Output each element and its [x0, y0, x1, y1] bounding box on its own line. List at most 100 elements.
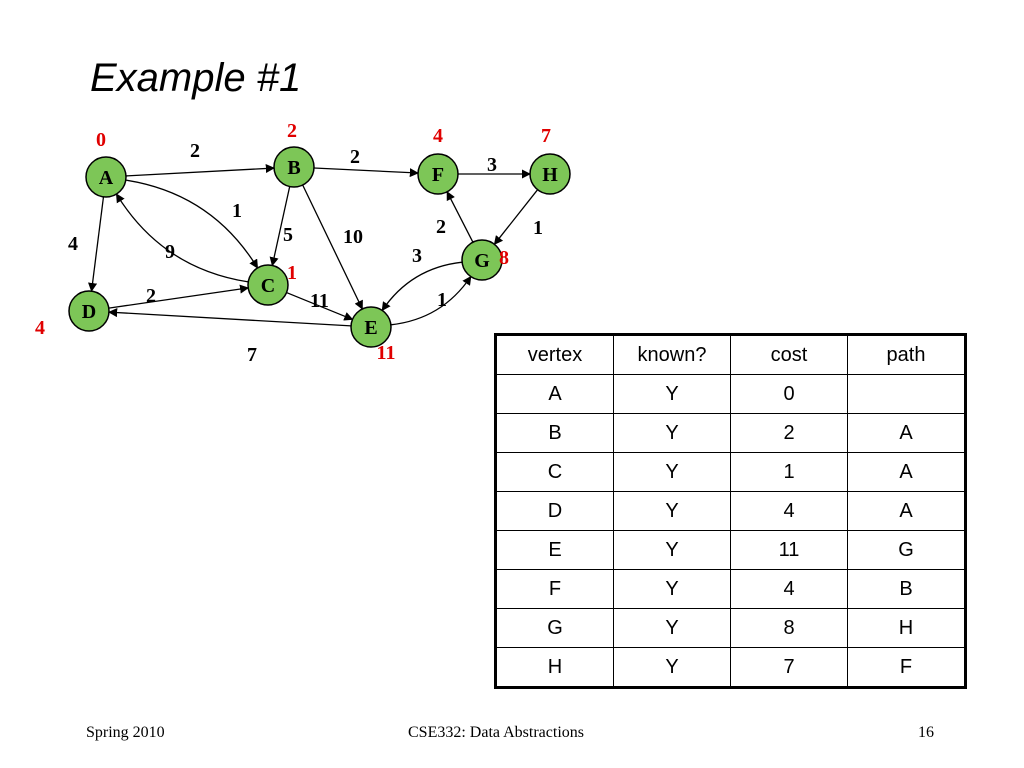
cell-path: A	[847, 452, 966, 492]
cell-vertex: E	[495, 530, 614, 570]
edge-weight-B-E: 10	[343, 226, 363, 248]
cell-known: Y	[613, 530, 731, 570]
edge-E-G	[390, 275, 472, 326]
footer-page-number: 16	[918, 724, 934, 741]
edge-weight-E-G: 1	[437, 289, 447, 311]
edge-weight-E-D: 7	[247, 344, 257, 366]
table-row: C Y 1 A	[495, 452, 966, 492]
edge-weight-G-F: 2	[436, 216, 446, 238]
cell-vertex: A	[495, 374, 614, 414]
edge-B-C	[269, 186, 291, 267]
table-row: G Y 8 H	[495, 608, 966, 648]
edge-weight-C-A: 9	[165, 241, 175, 263]
table-row: D Y 4 A	[495, 491, 966, 531]
node-G	[461, 239, 503, 281]
cell-cost: 11	[730, 530, 848, 570]
edge-weight-B-F: 2	[350, 146, 360, 168]
cell-known: Y	[613, 491, 731, 531]
node-H	[529, 153, 571, 195]
edge-A-C	[125, 179, 259, 269]
edge-E-D	[108, 308, 352, 327]
slide-title: Example #1	[90, 56, 302, 100]
cell-cost: 2	[730, 413, 848, 453]
node-label-D: D	[82, 301, 96, 323]
distance-label-C: 1	[287, 262, 297, 284]
cell-path: A	[847, 413, 966, 453]
cell-path	[847, 374, 966, 414]
edge-G-F	[446, 190, 474, 243]
column-header-cost: cost	[730, 334, 848, 375]
edge-weight-F-H: 3	[487, 154, 497, 176]
distance-label-B: 2	[287, 120, 297, 142]
column-header-known: known?	[613, 334, 731, 375]
cell-path: H	[847, 608, 966, 648]
dijkstra-table: vertex known? cost path A Y 0 B Y 2 A C …	[494, 333, 967, 689]
cell-known: Y	[613, 413, 731, 453]
cell-cost: 8	[730, 608, 848, 648]
node-label-A: A	[99, 167, 114, 189]
table-row: F Y 4 B	[495, 569, 966, 609]
node-C	[247, 264, 289, 306]
cell-known: Y	[613, 569, 731, 609]
node-B	[273, 146, 315, 188]
edge-C-A	[115, 193, 249, 283]
column-header-path: path	[847, 334, 966, 375]
table-row: A Y 0	[495, 374, 966, 414]
edge-weight-C-E: 11	[310, 290, 329, 312]
table-row: B Y 2 A	[495, 413, 966, 453]
edge-B-F	[313, 167, 419, 178]
table-header-row: vertex known? cost path	[495, 334, 966, 375]
edge-D-C	[108, 284, 250, 309]
node-E	[350, 306, 392, 348]
edge-weight-B-C: 5	[283, 224, 293, 246]
distance-label-H: 7	[541, 125, 551, 147]
edge-weight-H-G: 1	[533, 217, 543, 239]
column-header-vertex: vertex	[495, 334, 614, 375]
edge-weight-G-E: 3	[412, 245, 422, 267]
distance-label-D: 4	[35, 317, 45, 339]
cell-cost: 4	[730, 569, 848, 609]
distance-label-A: 0	[96, 129, 106, 151]
cell-vertex: D	[495, 491, 614, 531]
edge-weight-A-B: 2	[190, 140, 200, 162]
cell-path: G	[847, 530, 966, 570]
cell-known: Y	[613, 647, 731, 688]
cell-known: Y	[613, 374, 731, 414]
distance-label-F: 4	[433, 125, 443, 147]
graph-edges	[88, 163, 539, 327]
node-label-H: H	[542, 164, 558, 186]
cell-cost: 4	[730, 491, 848, 531]
edge-A-B	[125, 163, 275, 177]
edge-H-G	[493, 189, 539, 246]
node-F	[417, 153, 459, 195]
cell-known: Y	[613, 452, 731, 492]
cell-vertex: C	[495, 452, 614, 492]
edge-B-E	[302, 184, 363, 310]
cell-path: F	[847, 647, 966, 688]
table-row: H Y 7 F	[495, 647, 966, 688]
cell-cost: 0	[730, 374, 848, 414]
cell-vertex: B	[495, 413, 614, 453]
node-label-E: E	[364, 317, 377, 339]
edge-weight-A-D: 4	[68, 233, 78, 255]
edge-A-D	[88, 196, 105, 293]
node-label-G: G	[474, 250, 490, 272]
node-label-C: C	[261, 275, 275, 297]
node-D	[68, 290, 110, 332]
cell-path: B	[847, 569, 966, 609]
edge-G-E	[381, 261, 463, 312]
cell-path: A	[847, 491, 966, 531]
distance-label-G: 8	[499, 247, 509, 269]
edge-weight-D-C: 2	[146, 285, 156, 307]
cell-cost: 7	[730, 647, 848, 688]
table-row: E Y 11 G	[495, 530, 966, 570]
cell-known: Y	[613, 608, 731, 648]
node-A	[85, 156, 127, 198]
distance-label-E: 11	[377, 342, 396, 364]
footer-date: Spring 2010	[86, 724, 165, 741]
node-label-B: B	[287, 157, 300, 179]
